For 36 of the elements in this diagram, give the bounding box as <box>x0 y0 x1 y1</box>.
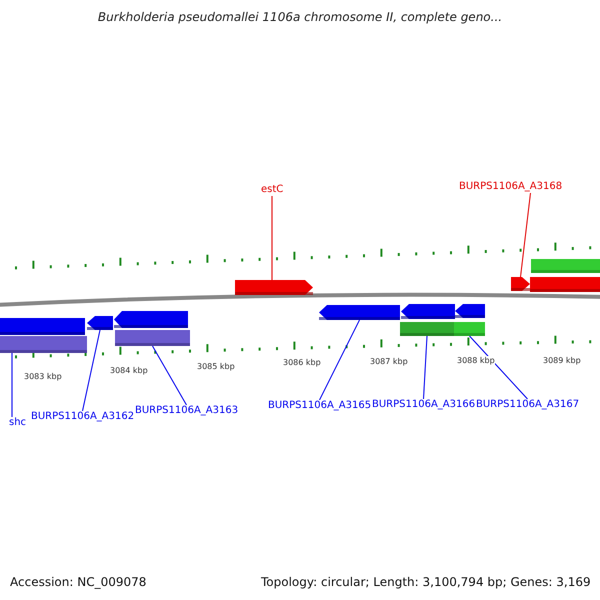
gene-feature <box>87 316 113 330</box>
gene-feature <box>401 304 455 319</box>
gene-label: BURPS1106A_A3165 <box>268 400 372 412</box>
scale-label: 3083 kbp <box>24 372 62 381</box>
scale-label: 3088 kbp <box>457 356 495 365</box>
gene-label: estC <box>261 184 284 196</box>
gene-label: BURPS1106A_A3162 <box>31 411 134 423</box>
scale-label: 3084 kbp <box>110 366 148 375</box>
scale-label: 3085 kbp <box>197 362 235 371</box>
gene-feature <box>0 336 87 353</box>
gene-feature <box>0 318 85 335</box>
leader-line <box>82 330 100 412</box>
gene-feature <box>235 280 313 295</box>
leader-line <box>423 336 428 400</box>
gene-feature <box>115 330 190 346</box>
scale-label: 3087 kbp <box>370 357 408 366</box>
leader-line <box>520 192 531 278</box>
gene-feature <box>455 304 485 318</box>
leader-line <box>152 346 187 406</box>
gene-label: BURPS1106A_A3168 <box>459 181 562 193</box>
gene-label: BURPS1106A_A3163 <box>135 405 238 417</box>
gene-feature <box>319 305 400 320</box>
footer-text: Accession: NC_009078 <box>10 575 146 589</box>
leader-line <box>469 336 528 400</box>
footer-text: Topology: circular; Length: 3,100,794 bp; Genes: 3,169 <box>261 575 591 589</box>
scale-label: 3089 kbp <box>543 356 581 365</box>
gene-label: BURPS1106A_A3166 <box>372 399 476 411</box>
gene-label: BURPS1106A_A3167 <box>476 399 580 411</box>
gene-feature <box>511 277 530 291</box>
leader-line <box>319 320 360 400</box>
scale-label: 3086 kbp <box>283 358 321 367</box>
gene-feature <box>531 259 600 273</box>
title: Burkholderia pseudomallei 1106a chromosome II, complete geno... <box>98 10 502 24</box>
gene-label: shc <box>9 417 26 429</box>
gene-feature <box>400 322 454 336</box>
gene-feature <box>454 322 485 336</box>
